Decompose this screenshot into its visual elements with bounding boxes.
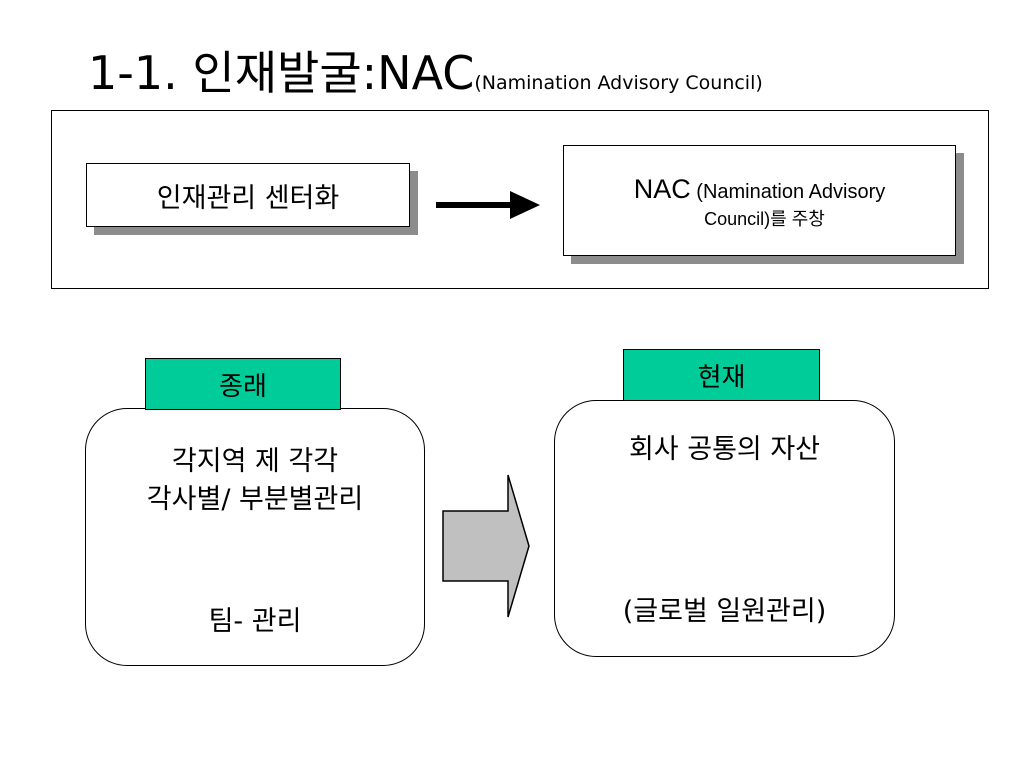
after-tag-label: 현재 [697,362,746,393]
center-management-box: 인재관리 센터화 [86,163,410,227]
before-line2: 각사별/ 부분별관리 [146,484,364,515]
center-management-label: 인재관리 센터화 [156,182,340,214]
block-right-arrow-icon [442,474,530,618]
nac-proposal-line1: NAC (Namination Advisory [564,176,955,205]
before-line3: 팀- 관리 [208,606,302,637]
nac-proposal-box: NAC (Namination Advisory Council)를 주창 [563,145,956,256]
nac-label: NAC [633,174,691,204]
title-main: 1-1. 인재발굴:NAC [88,46,475,100]
title-subtitle: (Namination Advisory Council) [474,72,763,94]
before-box: 각지역 제 각각 각사별/ 부분별관리 팀- 관리 [85,408,425,666]
after-tag: 현재 [623,349,820,401]
after-line2: (글로벌 일원관리) [622,596,827,627]
nac-proposal-line2: Council)를 주창 [704,209,825,229]
before-tag: 종래 [145,358,341,410]
right-arrow-icon [436,191,540,219]
nac-proposal-line1-rest: (Namination Advisory [690,181,886,203]
before-line1: 각지역 제 각각 [171,446,339,477]
after-line1: 회사 공통의 자산 [628,434,821,465]
before-tag-label: 종래 [219,371,267,402]
slide-title: 1-1. 인재발굴:NAC(Namination Advisory Counci… [88,46,763,110]
after-box: 회사 공통의 자산 (글로벌 일원관리) [554,400,895,657]
